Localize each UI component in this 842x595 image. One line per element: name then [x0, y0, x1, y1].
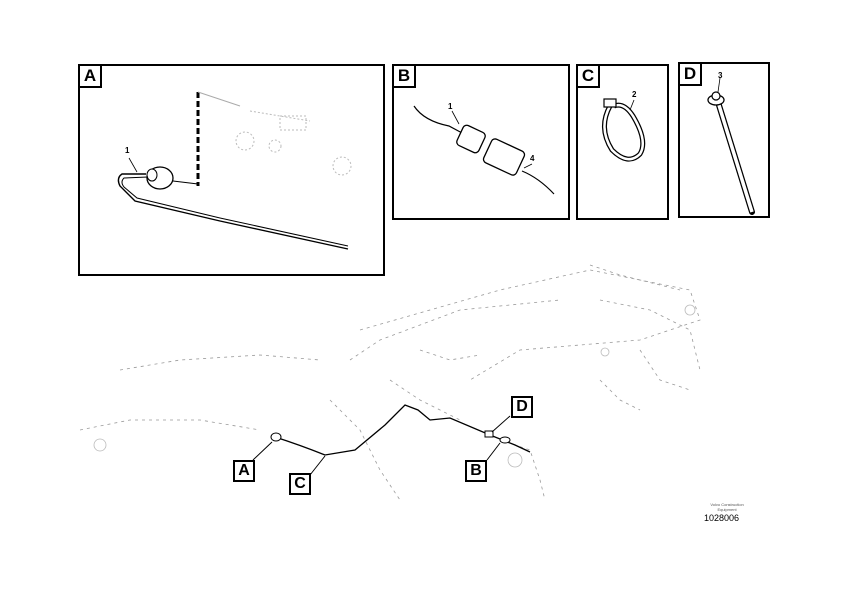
panel-tag-c: C	[578, 66, 600, 88]
credit-line-1: Volvo Construction	[710, 502, 744, 507]
connector-illustration	[413, 105, 555, 195]
detail-panel-d: D 3	[678, 62, 770, 218]
sensor-symbol	[270, 432, 282, 442]
credit-text: Volvo Construction Equipment	[692, 502, 762, 512]
detail-panel-a: A 1	[78, 64, 385, 276]
part-number-4: 4	[530, 154, 535, 163]
callout-c: C	[289, 473, 311, 495]
panel-tag-d: D	[680, 64, 702, 86]
part-number-1: 1	[125, 146, 130, 155]
connector-symbol	[484, 430, 494, 438]
callout-d: D	[511, 396, 533, 418]
credit-line-2: Equipment	[717, 507, 737, 512]
panel-tag-b: B	[394, 66, 416, 88]
part-number-1: 1	[448, 102, 453, 111]
detail-panel-c: C 2	[576, 64, 669, 220]
cable-tie-illustration	[707, 77, 755, 215]
cable-clip-illustration	[602, 98, 646, 162]
callout-a: A	[233, 460, 255, 482]
connector-symbol	[499, 436, 511, 444]
harness-line	[274, 404, 531, 456]
callout-b: B	[465, 460, 487, 482]
sensor-illustration	[117, 91, 352, 250]
part-number-2: 2	[632, 90, 637, 99]
detail-panel-b: B 1 4	[392, 64, 570, 220]
reference-number: 1028006	[704, 513, 740, 523]
part-number-3: 3	[718, 71, 723, 80]
panel-tag-a: A	[80, 66, 102, 88]
